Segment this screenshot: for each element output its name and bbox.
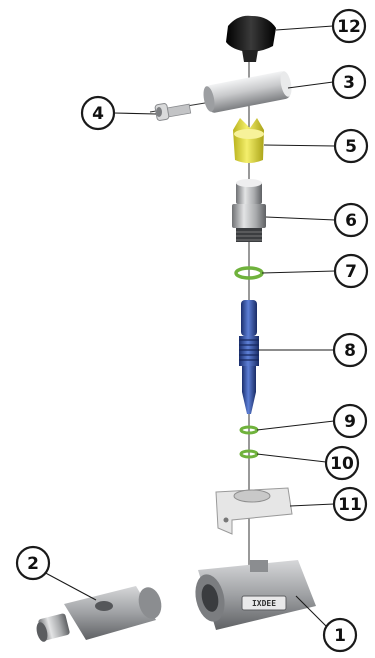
callout-11: 11 <box>332 486 368 522</box>
leader-6 <box>265 216 336 221</box>
leader-11 <box>289 503 335 507</box>
callout-4-label: 4 <box>92 104 104 124</box>
callout-6: 6 <box>333 202 369 238</box>
callout-4: 4 <box>80 95 116 131</box>
leader-4 <box>113 112 157 115</box>
callout-2: 2 <box>15 545 51 581</box>
part-main-body: IXDEE <box>195 560 316 630</box>
callout-3: 3 <box>331 64 367 100</box>
callout-5-label: 5 <box>345 137 357 157</box>
callout-9: 9 <box>332 403 368 439</box>
part-screw <box>154 103 192 121</box>
part-bracket <box>215 487 293 535</box>
callout-8-label: 8 <box>344 341 356 361</box>
leader-2 <box>39 569 97 601</box>
part-side-fitting <box>36 586 162 642</box>
callout-9-label: 9 <box>344 412 356 432</box>
callout-8: 8 <box>332 332 368 368</box>
leader-7 <box>261 270 336 274</box>
callout-12: 12 <box>331 8 367 44</box>
part-float <box>233 118 264 163</box>
leader-3 <box>287 81 334 89</box>
part-knob <box>226 15 276 62</box>
body-badge: IXDEE <box>252 599 276 608</box>
callout-10: 10 <box>324 445 360 481</box>
callout-5: 5 <box>333 128 369 164</box>
leader-12 <box>275 25 334 31</box>
callout-7: 7 <box>333 253 369 289</box>
callout-2-label: 2 <box>27 554 39 574</box>
callout-10-label: 10 <box>330 454 354 474</box>
leader-5 <box>263 144 336 147</box>
part-fitting <box>232 179 266 242</box>
callout-6-label: 6 <box>345 211 357 231</box>
part-tube <box>203 71 292 113</box>
callout-1: 1 <box>322 617 358 653</box>
part-needle <box>239 300 259 414</box>
callout-3-label: 3 <box>343 73 355 93</box>
callout-11-label: 11 <box>338 495 362 515</box>
callout-12-label: 12 <box>337 17 361 37</box>
leader-10 <box>256 453 327 463</box>
callout-7-label: 7 <box>345 262 357 282</box>
callout-1-label: 1 <box>334 626 346 646</box>
leader-9 <box>256 420 335 431</box>
leader-1 <box>295 595 331 631</box>
leader-lines <box>39 25 336 631</box>
